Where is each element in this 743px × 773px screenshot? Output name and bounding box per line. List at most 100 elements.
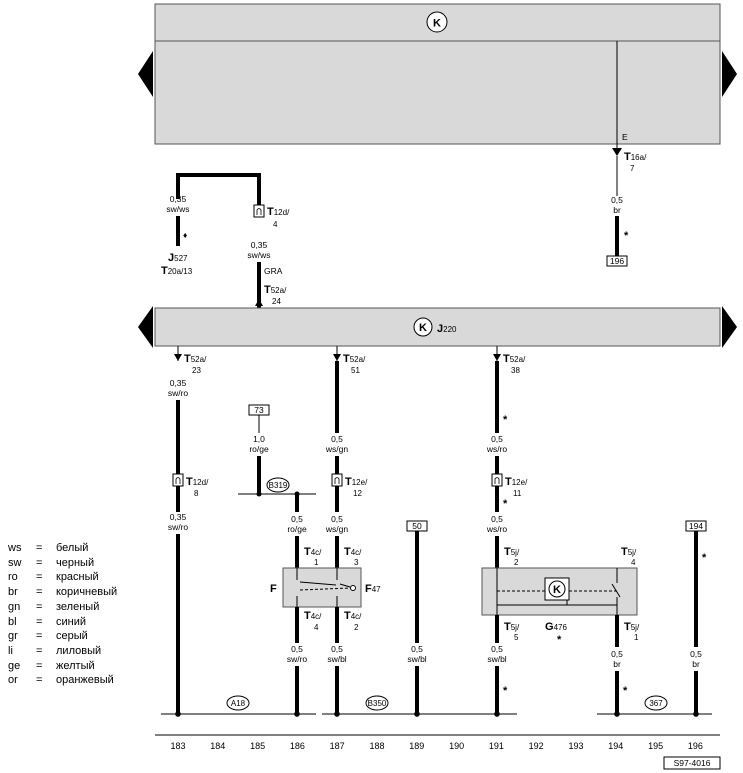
wire-size: 0,5 — [331, 434, 343, 444]
legend-text: серый — [56, 630, 88, 643]
connector-T5j-1: T5j/ — [624, 621, 640, 633]
connector-pin: 2 — [354, 623, 359, 632]
connector-T12d-4: T12d/ — [267, 206, 290, 218]
legend-row: gr=серый — [8, 629, 117, 644]
wire-color: sw/ws — [166, 204, 189, 214]
wire-color: br — [613, 659, 621, 669]
component-J527: J527 — [168, 252, 188, 264]
ref-label: 50 — [412, 521, 422, 531]
wire-color: sw/bl — [487, 654, 506, 664]
column-number: 188 — [369, 741, 384, 751]
j220-box — [154, 307, 721, 347]
legend-text: красный — [56, 571, 99, 584]
column-number: 196 — [688, 741, 703, 751]
connector-T5j-4: T5j/ — [621, 546, 637, 558]
svg-text:K: K — [433, 18, 441, 30]
wire-size: 0,5 — [491, 644, 503, 654]
connector-arrow-icon — [612, 148, 622, 156]
connector-pin: 3 — [354, 558, 359, 567]
connector-T5j-5: T5j/ — [504, 621, 520, 633]
connector-T4c-1: T4c/ — [304, 546, 322, 558]
legend-eq: = — [36, 659, 43, 672]
splice-367 — [644, 695, 668, 711]
svg-text:K: K — [553, 584, 561, 596]
wire-size: 0,35 — [251, 240, 268, 250]
wire-color: sw/bl — [407, 654, 426, 664]
legend-eq: = — [36, 571, 43, 584]
connector-T52a-38: T52a/ — [503, 353, 526, 365]
legend-code: li — [8, 644, 13, 657]
connector-pin: 11 — [513, 489, 522, 498]
connector-T4c-2: T4c/ — [344, 610, 362, 622]
diagram-code-box — [663, 756, 721, 770]
wire-color: ro/ge — [249, 444, 269, 454]
connector-T4c-3: T4c/ — [344, 546, 362, 558]
note-star: * — [503, 414, 508, 426]
splice-label: B350 — [368, 699, 387, 708]
connector-pin: 38 — [511, 366, 520, 375]
splice-B319 — [266, 477, 290, 493]
wire-size: 0,35 — [170, 378, 187, 388]
k-symbol-icon: K — [426, 11, 448, 33]
wire-color: ws/gn — [325, 444, 348, 454]
ref-box-196 — [606, 255, 628, 267]
wire-size: 0,5 — [491, 434, 503, 444]
component-F47: F47 — [365, 583, 381, 595]
component-F: F — [270, 583, 277, 595]
wire-color: sw/bl — [327, 654, 346, 664]
legend-code: ro — [8, 571, 18, 584]
legend-code: gr — [8, 630, 18, 643]
connector-T5j-2: T5j/ — [504, 546, 520, 558]
connector-T12e-12: T12e/ — [345, 476, 368, 488]
k-symbol-icon: K — [413, 317, 433, 337]
legend-row: ro = красный — [8, 570, 117, 585]
diamond-icon: ♦ — [183, 230, 188, 240]
column-number: 195 — [648, 741, 663, 751]
wire-size: 0,35 — [170, 194, 187, 204]
legend-eq: = — [36, 542, 43, 554]
legend-code: gn — [8, 600, 21, 613]
wire-color: br — [692, 659, 700, 669]
wire-size: 0,5 — [611, 195, 623, 205]
column-number: 185 — [250, 741, 265, 751]
legend-code: ws — [8, 542, 22, 554]
ref-label: 196 — [610, 256, 624, 266]
connector-T12e-11: T12e/ — [505, 476, 528, 488]
wire-size: 0,5 — [611, 649, 623, 659]
arrow-left-icon — [138, 51, 153, 97]
wire-size: 0,5 — [690, 649, 702, 659]
legend-eq: = — [36, 600, 43, 613]
legend-text: белый — [56, 542, 89, 554]
connector-pin: 7 — [630, 164, 635, 173]
splice-label: A18 — [231, 699, 246, 708]
connector-T52a-24: T52a/ — [264, 284, 287, 296]
legend-row: ge=желтый — [8, 659, 117, 674]
arrow-right-icon — [722, 306, 737, 348]
connector-T52a-23: T52a/ — [184, 353, 207, 365]
wire-color: ws/ro — [486, 524, 508, 534]
arrow-right-icon — [722, 51, 737, 97]
legend-code: br — [8, 586, 18, 599]
note-star: * — [503, 498, 508, 510]
connector-T52a-51: T52a/ — [343, 353, 366, 365]
splice-A18 — [226, 695, 250, 711]
note-star: * — [557, 634, 562, 646]
legend-text: лиловый — [56, 644, 102, 657]
legend-code: or — [8, 674, 18, 687]
wire-color: br — [613, 205, 621, 215]
connector-pin: 5 — [514, 633, 519, 642]
switch-F-F47 — [282, 567, 362, 608]
legend-text: оранжевый — [56, 674, 114, 687]
connector-pin: 4 — [273, 220, 278, 229]
legend-text: желтый — [56, 659, 95, 672]
connector-pin: 1 — [314, 558, 319, 567]
diagram-code: S97-4016 — [674, 758, 711, 768]
column-number: 190 — [449, 741, 464, 751]
connector-pin: 51 — [351, 366, 360, 375]
wire-size: 0,5 — [331, 644, 343, 654]
plug-icon — [172, 473, 184, 487]
wire-color: sw/ro — [168, 522, 189, 532]
